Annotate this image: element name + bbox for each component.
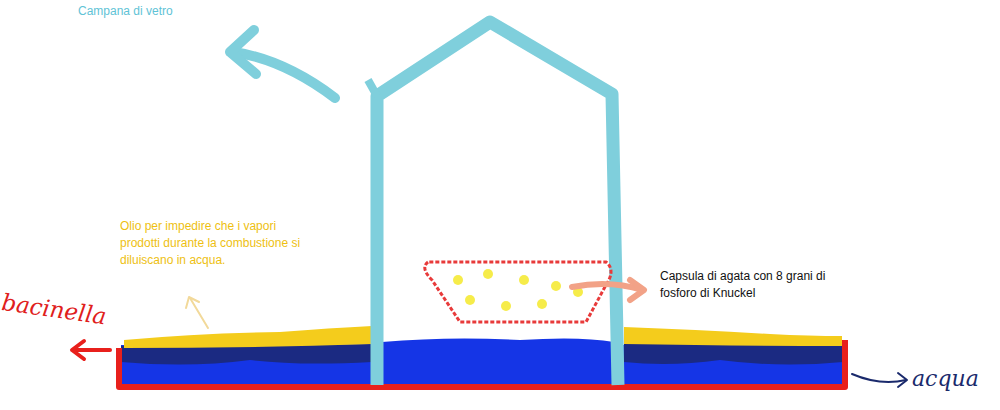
- oil-layer: [124, 326, 372, 348]
- basin-label: bacinella: [0, 286, 109, 333]
- capsule-label: Capsula di agata con 8 grani di fosforo …: [660, 268, 836, 302]
- pointer-arrow: [234, 52, 335, 98]
- agate-capsule: [425, 262, 611, 322]
- arrow-head: [230, 30, 256, 74]
- arrow-head: [898, 373, 907, 387]
- glass-bell: [377, 22, 618, 385]
- basin-outline: [119, 340, 845, 387]
- pointer-arrow: [572, 284, 642, 290]
- glass-bell-rim: [368, 80, 377, 96]
- water-label: acqua: [912, 364, 979, 395]
- oil-note: Olio per impedire che i vapori prodotti …: [120, 218, 306, 268]
- arrow-head: [186, 297, 199, 308]
- pointer-arrow: [852, 374, 906, 382]
- oil-layer: [624, 327, 842, 346]
- pointer-arrow: [74, 348, 110, 352]
- arrow-head: [72, 341, 84, 359]
- water-inside-bell: [382, 338, 614, 372]
- arrow-head: [630, 280, 644, 300]
- phosphorus-grains: [453, 269, 583, 311]
- bell-label: Campana di vetro: [78, 3, 173, 20]
